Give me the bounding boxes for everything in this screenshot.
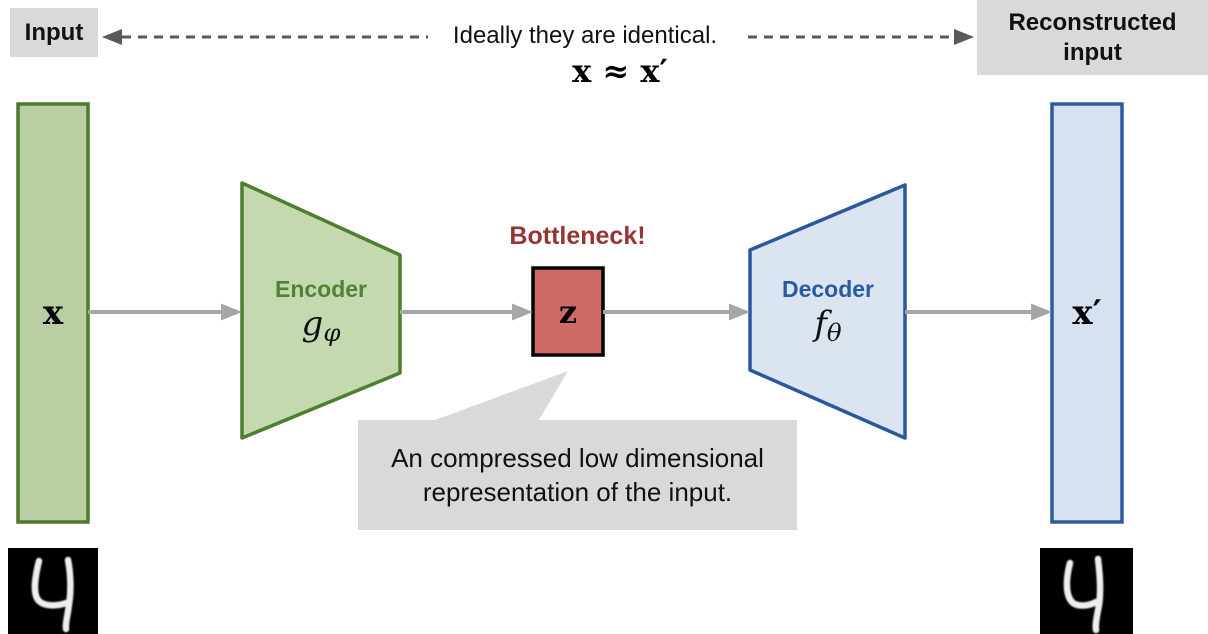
encoder-symbol: gφ bbox=[302, 304, 341, 347]
approx-formula: x ≈ x′ bbox=[572, 52, 668, 90]
output-vector-symbol: x′ bbox=[1072, 293, 1102, 333]
callout-box bbox=[358, 420, 797, 530]
decoder-symbol-base: f bbox=[814, 304, 827, 345]
reconstructed-digit-image bbox=[1040, 548, 1133, 634]
encoder-label: Encoder gφ bbox=[242, 258, 400, 366]
dashed-arrowhead-left-icon bbox=[102, 29, 122, 45]
callout-text: An compressed low dimensional representa… bbox=[391, 442, 764, 507]
digit-4-glyph bbox=[1063, 555, 1104, 634]
decoder-symbol: fθ bbox=[814, 304, 841, 347]
decoder-trapezoid bbox=[748, 183, 907, 440]
arrow-input-to-encoder bbox=[88, 303, 242, 321]
dashed-arrowhead-right-icon bbox=[954, 29, 974, 45]
input-label: Input bbox=[24, 18, 84, 46]
decoder-title: Decoder bbox=[781, 276, 875, 303]
bottleneck-symbol: z bbox=[558, 292, 578, 331]
decoder-label: Decoder fθ bbox=[748, 258, 908, 366]
encoder-symbol-sub: φ bbox=[323, 318, 341, 348]
callout-tail bbox=[427, 371, 568, 423]
input-vector-symbol: x bbox=[42, 293, 64, 333]
input-digit-image bbox=[8, 548, 98, 634]
arrow-decoder-to-output bbox=[905, 303, 1052, 321]
encoder-title: Encoder bbox=[274, 276, 368, 303]
input-label-bg bbox=[10, 8, 98, 57]
decoder-symbol-sub: θ bbox=[826, 318, 842, 348]
bottleneck-title: Bottleneck! bbox=[509, 221, 646, 250]
arrow-encoder-to-bottleneck bbox=[400, 303, 533, 321]
encoder-symbol-base: g bbox=[301, 304, 324, 345]
encoder-trapezoid bbox=[240, 181, 402, 440]
input-vector-rect bbox=[16, 102, 90, 524]
reconstructed-label-bg bbox=[977, 0, 1208, 75]
output-vector-rect bbox=[1050, 102, 1124, 524]
bottleneck-box bbox=[531, 266, 605, 357]
identical-caption: Ideally they are identical. bbox=[452, 22, 718, 49]
arrow-bottleneck-to-decoder bbox=[603, 303, 750, 321]
digit-4-glyph bbox=[31, 556, 74, 633]
reconstructed-label: Reconstructed input bbox=[1008, 8, 1177, 66]
